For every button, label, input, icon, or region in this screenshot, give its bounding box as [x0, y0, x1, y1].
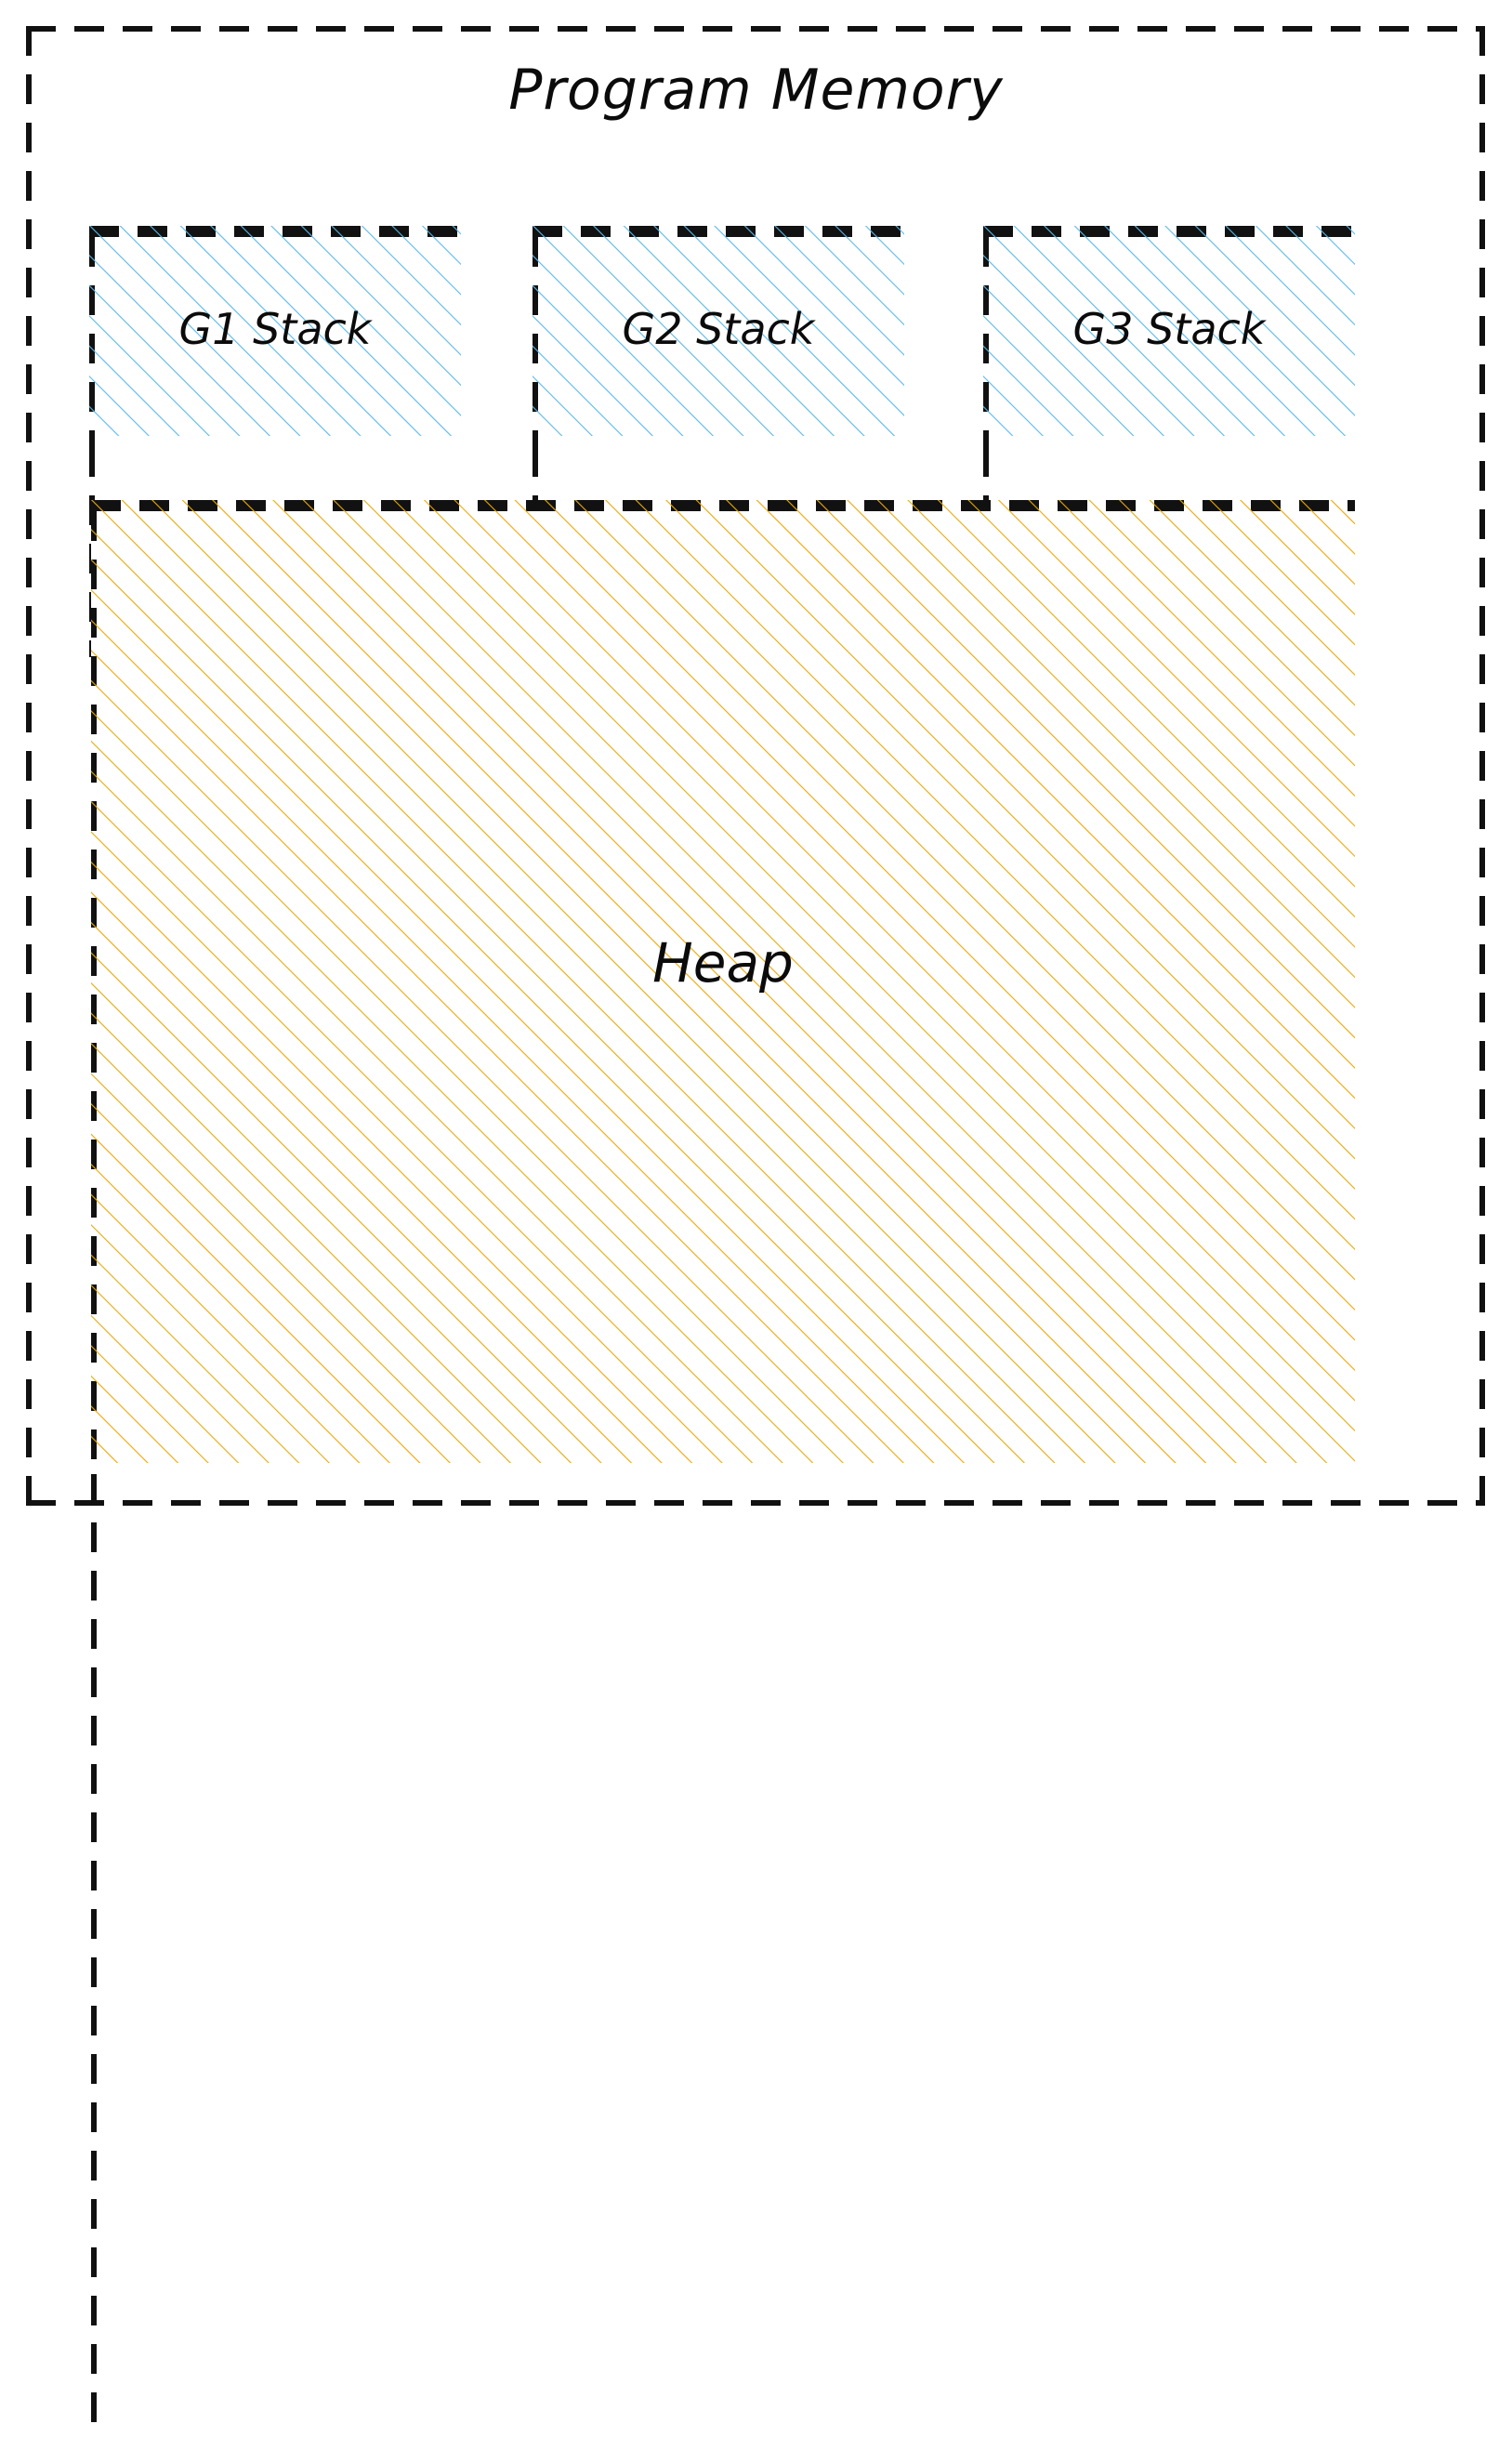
outer-border-right — [1479, 26, 1485, 1506]
g1-border-bottom — [89, 231, 461, 237]
g1-stack-box: G1 Stack — [89, 226, 461, 657]
g3-border-bottom — [983, 231, 1355, 237]
diagram-canvas: Program Memory G1 Stack — [26, 26, 1485, 2437]
g3-stack-box: G3 Stack — [983, 226, 1355, 657]
outer-border-left — [26, 26, 32, 1506]
g2-border-bottom — [532, 231, 904, 237]
outer-border-top — [26, 26, 1485, 32]
g1-stack-label: G1 Stack — [178, 304, 372, 354]
g2-stack-box: G2 Stack — [532, 226, 904, 657]
program-memory-container — [26, 26, 1485, 1506]
g2-stack-label: G2 Stack — [622, 304, 815, 354]
diagram-title: Program Memory — [508, 58, 1004, 123]
heap-box: Heap — [91, 500, 1355, 2437]
g3-stack-label: G3 Stack — [1072, 304, 1266, 354]
outer-border-bottom — [26, 1500, 1485, 1506]
heap-label: Heap — [652, 931, 794, 995]
heap-border-bottom — [91, 506, 1355, 511]
heap-border-right — [91, 1474, 97, 2437]
